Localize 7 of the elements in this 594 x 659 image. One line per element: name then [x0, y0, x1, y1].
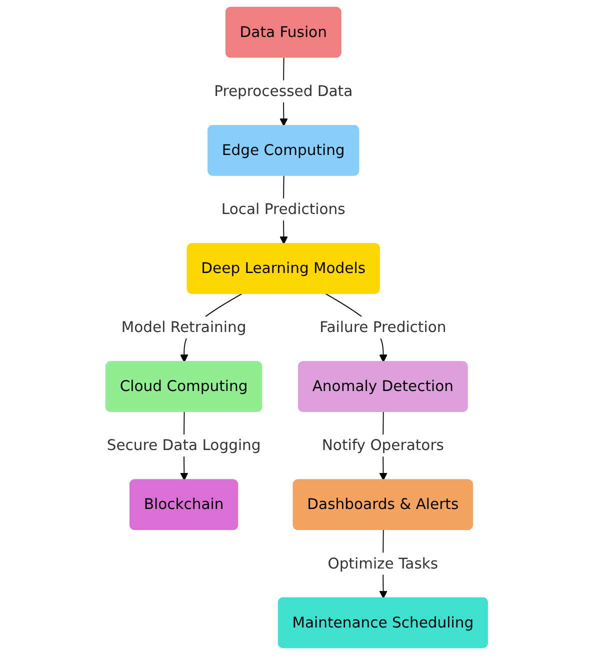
edge-label: Preprocessed Data	[214, 82, 353, 100]
edge-label: Notify Operators	[322, 436, 444, 454]
edge-label: Secure Data Logging	[107, 436, 262, 454]
edge-label: Failure Prediction	[320, 318, 446, 336]
edge-label: Local Predictions	[222, 200, 346, 218]
edge-label: Model Retraining	[122, 318, 247, 336]
edge-label: Optimize Tasks	[328, 554, 438, 572]
